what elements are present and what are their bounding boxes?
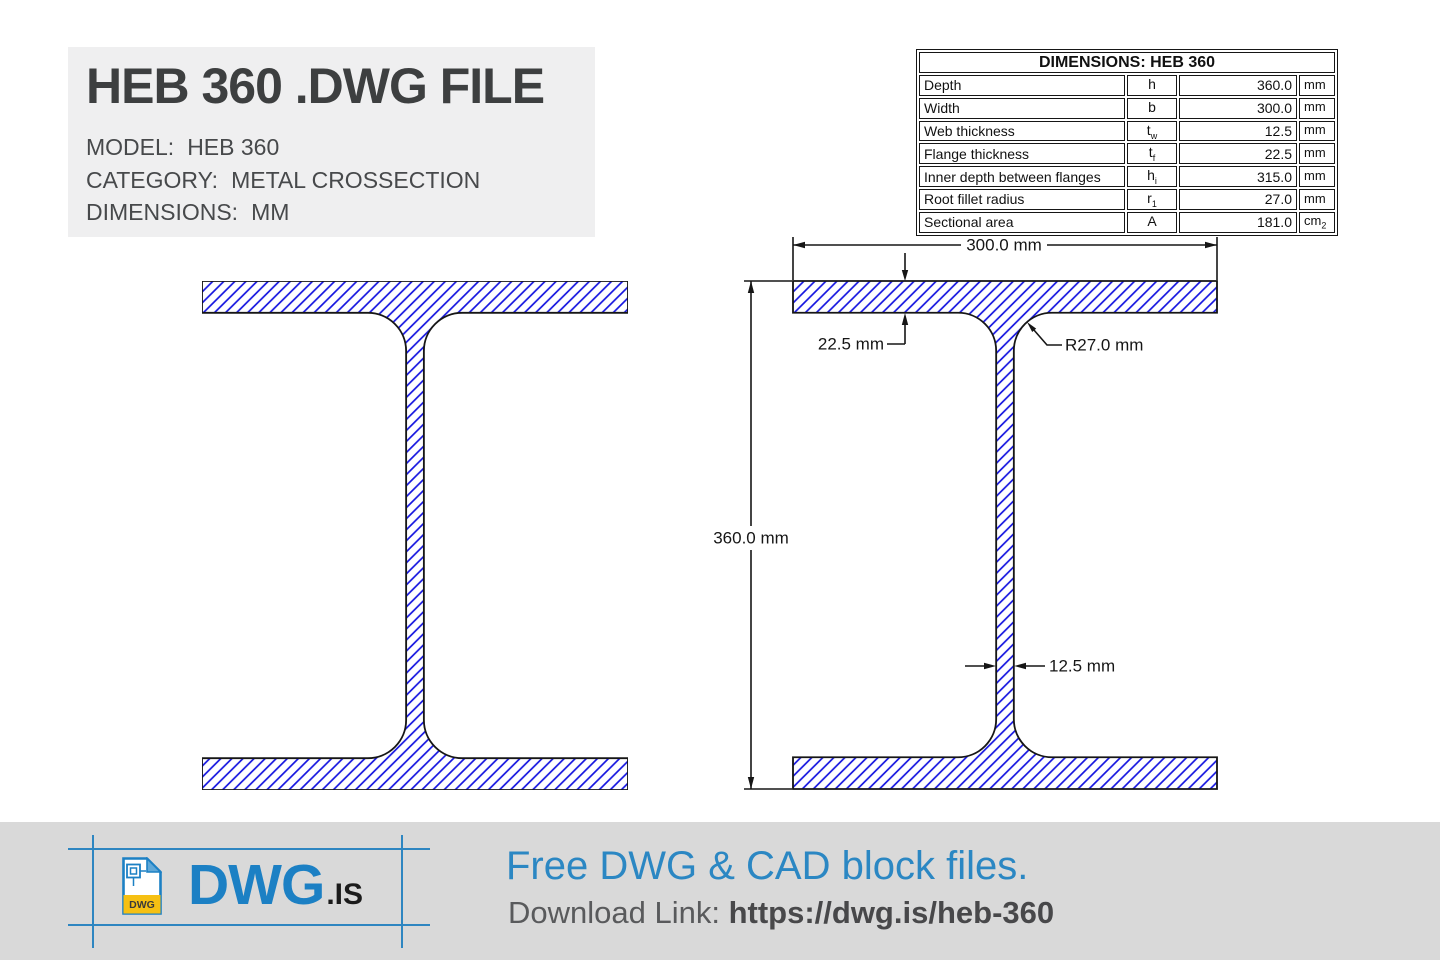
dwg-badge-label: DWG bbox=[129, 899, 155, 911]
width-dimension bbox=[792, 237, 1218, 280]
table-row: Root fillet radius r1 27.0 mm bbox=[919, 188, 1335, 210]
category-field: CATEGORY: METAL CROSSECTION bbox=[86, 164, 480, 197]
table-title-row: DIMENSIONS: HEB 360 bbox=[919, 52, 1335, 73]
download-label: Download Link: bbox=[508, 895, 729, 930]
beam-cross-section-plain bbox=[202, 281, 628, 790]
beam-cross-section-dimensioned: 300.0 mm 360.0 mm 22.5 mm R27.0 mm bbox=[713, 236, 1218, 790]
table-row: Width b 300.0 mm bbox=[919, 97, 1335, 119]
download-url-link[interactable]: https://dwg.is/heb-360 bbox=[728, 895, 1055, 930]
beam-outline bbox=[792, 280, 1218, 790]
arrowhead bbox=[901, 313, 909, 325]
web-dim-label: 12.5 mm bbox=[1049, 657, 1115, 676]
table-row: Sectional area A 181.0 cm2 bbox=[919, 211, 1335, 233]
arrowhead bbox=[1205, 241, 1217, 249]
model-field: MODEL: HEB 360 bbox=[86, 131, 480, 164]
site-logo[interactable]: DWG .IS bbox=[188, 852, 363, 918]
width-dim-label: 300.0 mm bbox=[966, 236, 1042, 255]
arrowhead bbox=[1014, 662, 1026, 670]
height-dim-label: 360.0 mm bbox=[713, 529, 789, 548]
radius-leader bbox=[1032, 328, 1062, 346]
crop-mark-line bbox=[401, 835, 403, 948]
dimensions-table: DIMENSIONS: HEB 360 Depth h 360.0 mm Wid… bbox=[916, 49, 1338, 236]
dimensions-label: DIMENSIONS: bbox=[86, 199, 239, 225]
dimensions-field: DIMENSIONS: MM bbox=[86, 196, 480, 229]
dwg-file-icon: DWG bbox=[122, 857, 162, 915]
crop-mark-line bbox=[68, 924, 430, 926]
footer: DWG DWG .IS Free DWG & CAD block files. … bbox=[0, 822, 1440, 960]
arrowhead bbox=[747, 777, 755, 789]
crop-mark-line bbox=[68, 848, 430, 850]
radius-dim-label: R27.0 mm bbox=[1065, 336, 1143, 355]
category-label: CATEGORY: bbox=[86, 166, 219, 193]
table-row: Web thickness tw 12.5 mm bbox=[919, 120, 1335, 142]
title-fields: MODEL: HEB 360 CATEGORY: METAL CROSSECTION… bbox=[86, 131, 480, 229]
table-title: DIMENSIONS: HEB 360 bbox=[919, 52, 1335, 73]
height-dimension bbox=[744, 280, 792, 790]
crop-mark-line bbox=[92, 835, 94, 948]
arrowhead bbox=[747, 281, 755, 293]
arrowhead bbox=[1027, 322, 1037, 332]
arrowhead bbox=[793, 241, 805, 249]
beam-outline bbox=[202, 281, 628, 790]
flange-dimension bbox=[887, 253, 906, 345]
arrowhead bbox=[901, 270, 909, 281]
model-label: MODEL: bbox=[86, 134, 175, 160]
table-row: Flange thickness tf 22.5 mm bbox=[919, 143, 1335, 165]
table-row: Inner depth between flanges hi 315.0 mm bbox=[919, 166, 1335, 187]
dimensions-value: MM bbox=[251, 199, 290, 225]
table-row: Depth h 360.0 mm bbox=[919, 75, 1335, 96]
title-block: HEB 360 .DWG FILE MODEL: HEB 360 CATEGORY… bbox=[68, 47, 595, 237]
page-title: HEB 360 .DWG FILE bbox=[86, 58, 545, 114]
site-tagline: Free DWG & CAD block files. bbox=[506, 844, 1029, 888]
model-value: HEB 360 bbox=[187, 134, 280, 160]
arrowhead bbox=[984, 662, 996, 670]
download-line: Download Link: https://dwg.is/heb-360 bbox=[508, 895, 1054, 931]
category-value: METAL CROSSECTION bbox=[231, 166, 481, 193]
flange-dim-label: 22.5 mm bbox=[818, 335, 884, 354]
logo-suffix-text: .IS bbox=[326, 878, 363, 911]
logo-main-text: DWG bbox=[188, 853, 325, 917]
